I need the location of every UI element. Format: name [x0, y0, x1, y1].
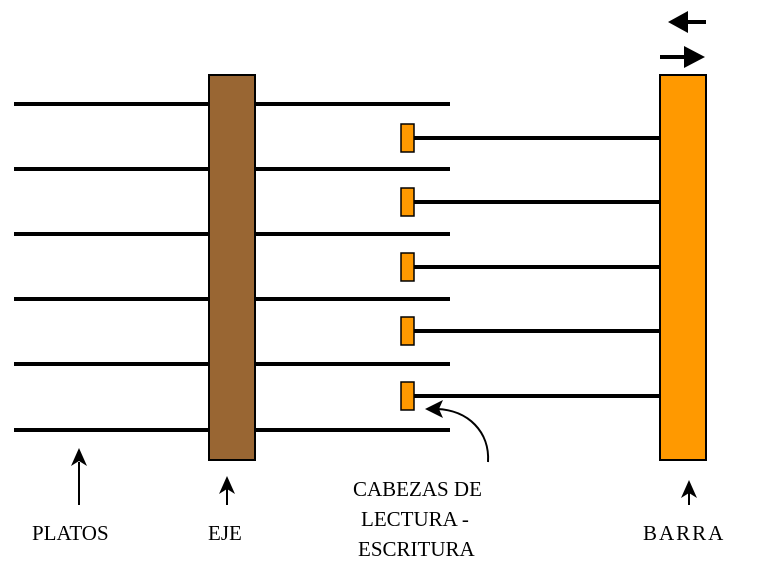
heads-label-line2: LECTURA -: [361, 507, 469, 531]
spindle: [208, 74, 256, 461]
platters-label: PLATOS: [32, 521, 109, 545]
read-write-head: [400, 187, 415, 217]
actuator-bar: [659, 74, 707, 461]
read-write-head: [400, 316, 415, 346]
spindle-label: EJE: [208, 521, 242, 545]
heads-label-line3: ESCRITURA: [358, 537, 476, 561]
read-write-head: [400, 381, 415, 411]
head-arms: [414, 136, 660, 398]
bar-pointer-arrow-icon: [681, 480, 697, 505]
read-write-heads: [400, 123, 415, 411]
right-arrow-icon: [660, 46, 705, 68]
bar-label: BARRA: [643, 521, 725, 545]
read-write-head: [400, 123, 415, 153]
platters-pointer-arrow-icon: [71, 448, 87, 505]
read-write-head: [400, 252, 415, 282]
heads-pointer-arrow-icon: [425, 400, 490, 463]
spindle-pointer-arrow-icon: [219, 476, 235, 505]
heads-label-line1: CABEZAS DE: [353, 477, 482, 501]
bar-movement-arrows: [660, 11, 706, 68]
left-arrow-icon: [668, 11, 706, 33]
